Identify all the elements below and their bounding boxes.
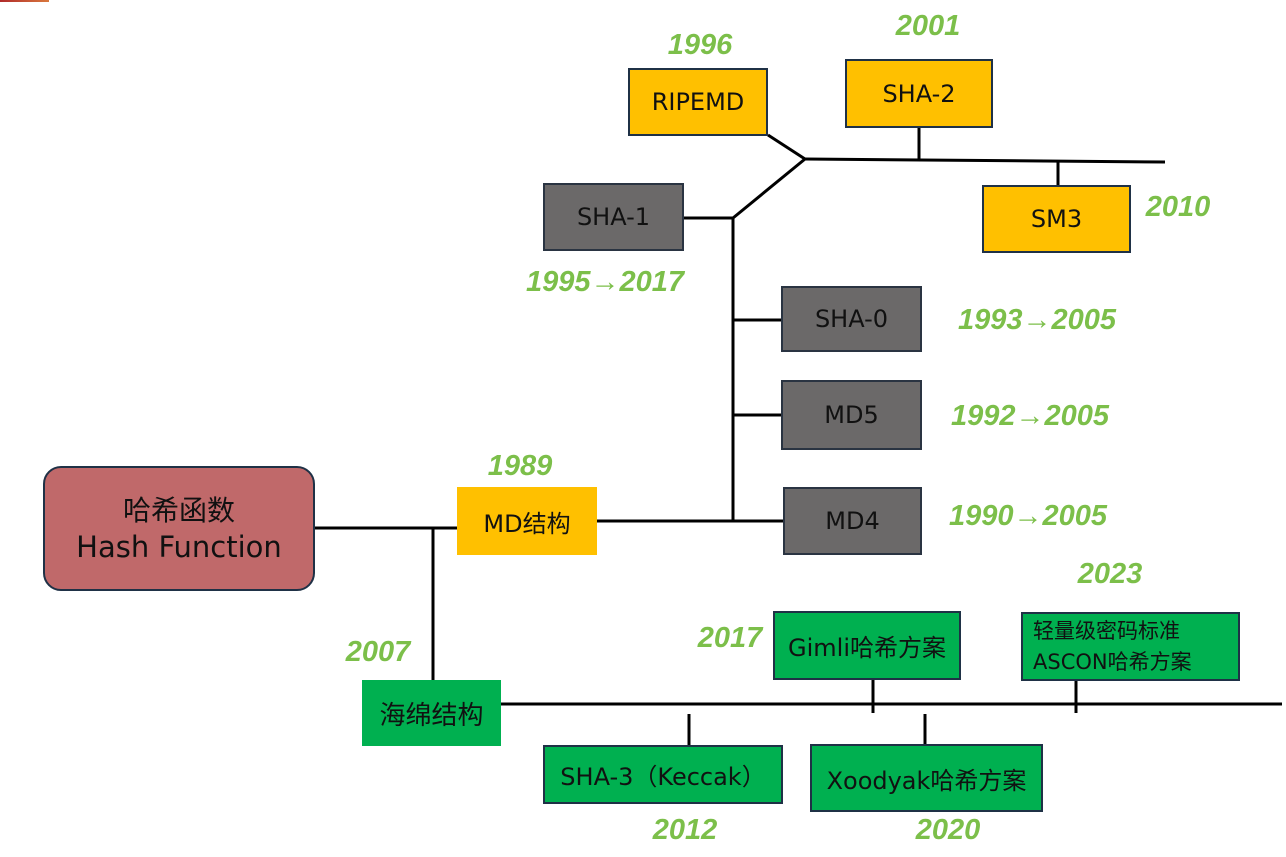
ascon-box: 轻量级密码标准 ASCON哈希方案 [1021,612,1240,681]
sha2-box: SHA-2 [845,59,993,128]
ascon-year: 2023 [1077,558,1143,590]
md5-box: MD5 [781,380,922,450]
md5-years: 1992→2005 [950,400,1110,432]
gimli-box: Gimli哈希方案 [773,611,961,680]
sponge-year: 2007 [345,636,411,668]
sha1-box: SHA-1 [543,183,684,251]
sha2-timeline [804,157,1166,164]
accent-bar [0,0,49,2]
hash-function-box: 哈希函数 Hash Function [43,466,315,591]
ripemd-branch [767,133,806,161]
root-label-en: Hash Function [76,529,282,564]
md4-years: 1990→2005 [948,500,1108,532]
md4-box: MD4 [783,487,922,555]
xoodyak-box: Xoodyak哈希方案 [810,744,1043,812]
md-year: 1989 [487,450,553,482]
sha0-box: SHA-0 [781,286,922,352]
ascon-label-line1: 轻量级密码标准 [1033,618,1180,643]
root-label-zh: 哈希函数 [122,493,235,527]
md-structure-box: MD结构 [457,487,597,555]
diagonal-line [732,157,806,220]
sponge-structure-box: 海绵结构 [362,680,501,746]
sm3-year: 2010 [1145,191,1211,223]
sha0-years: 1993→2005 [957,304,1117,336]
sm3-box: SM3 [982,185,1131,253]
gimli-year: 2017 [697,622,763,654]
sha3-year: 2012 [652,814,718,846]
ripemd-year: 1996 [667,29,733,61]
ripemd-box: RIPEMD [628,68,768,136]
ascon-label-line2: ASCON哈希方案 [1033,649,1192,674]
sha1-years: 1995→2017 [525,266,685,298]
sha2-year: 2001 [895,10,961,42]
sha3-box: SHA-3（Keccak） [543,745,783,804]
xoodyak-year: 2020 [915,814,981,846]
